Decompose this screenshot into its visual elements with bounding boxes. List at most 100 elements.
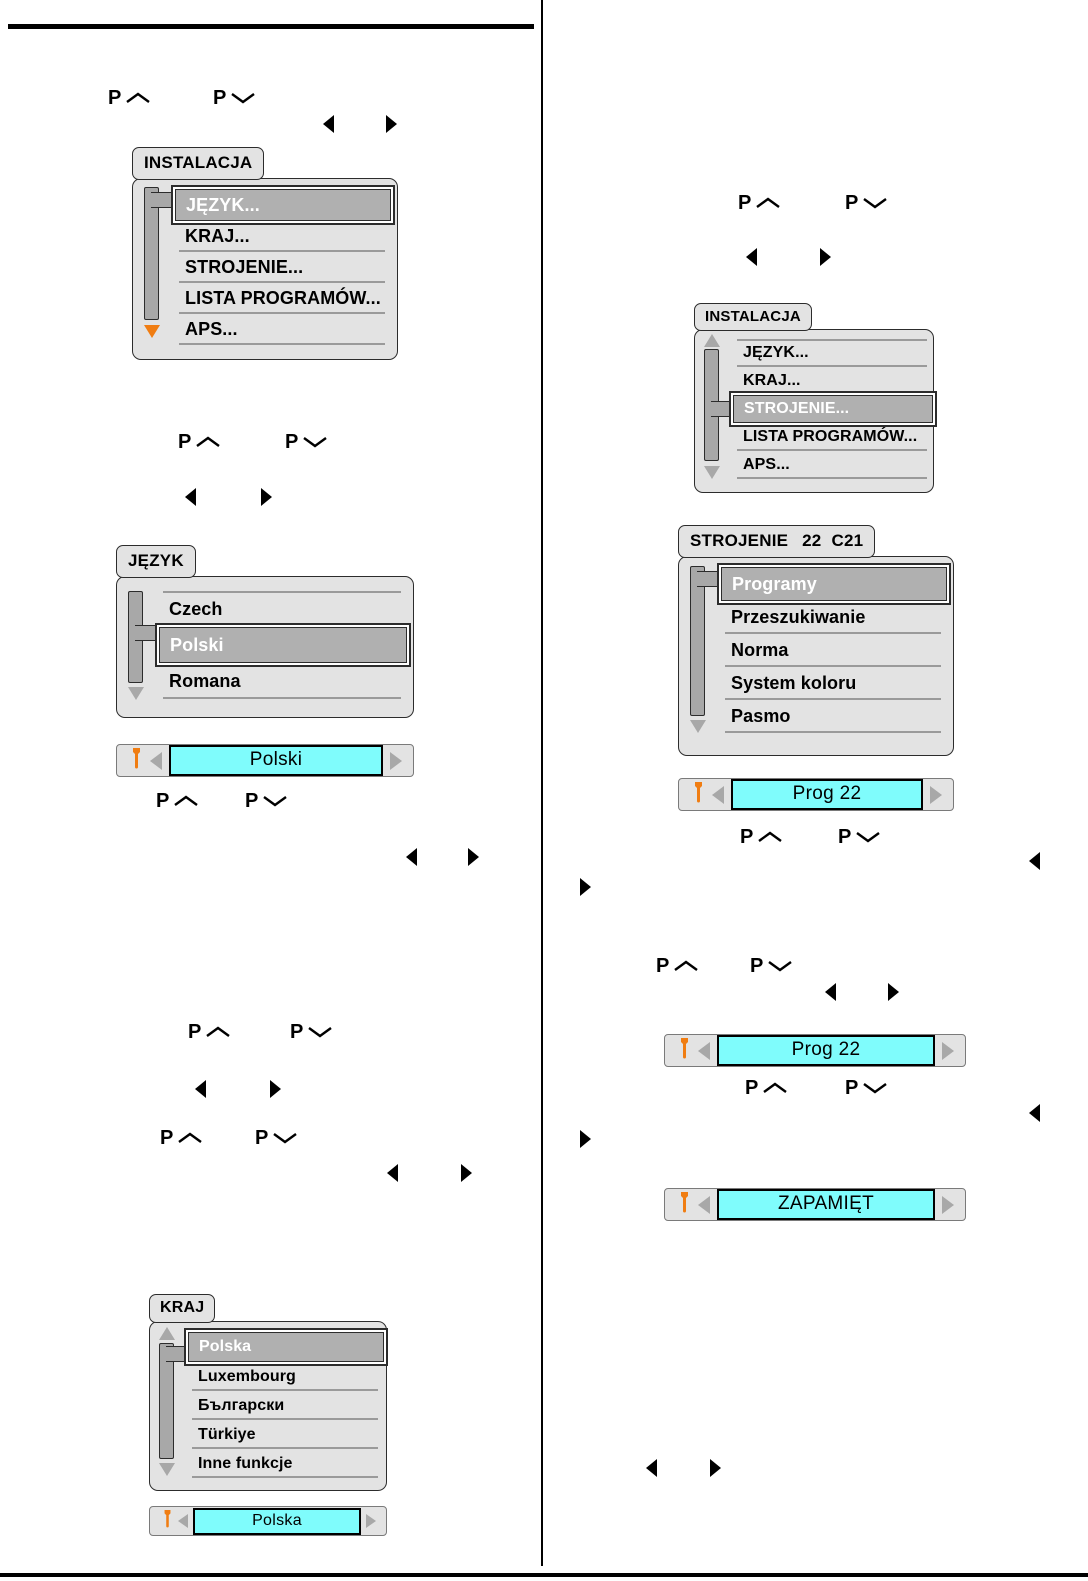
menu-item-kraj[interactable]: KRAJ... xyxy=(175,221,391,252)
key-p-down[interactable]: P xyxy=(845,193,888,213)
value-bar-polski[interactable]: Polski xyxy=(116,744,414,777)
key-p-down[interactable]: P xyxy=(750,956,793,976)
scroll-thumb[interactable] xyxy=(144,187,159,320)
value-bar-zapamiet[interactable]: ZAPAMIĘT xyxy=(664,1188,966,1221)
osd-kraj: KRAJ Polska Luxembourg Български Türkiye xyxy=(149,1294,387,1491)
menu-panel: JĘZYK... KRAJ... STROJENIE... LISTA PROG… xyxy=(694,329,935,493)
menu-scrollbar[interactable] xyxy=(117,577,163,717)
value-bar-prog-upper[interactable]: Prog 22 xyxy=(678,778,954,811)
key-left[interactable] xyxy=(745,247,759,267)
menu-item-czech[interactable]: Czech xyxy=(159,591,407,627)
key-p-up[interactable]: P xyxy=(656,956,699,976)
menu-item-polska[interactable]: Polska xyxy=(186,1330,386,1364)
value-next-icon[interactable] xyxy=(942,1195,954,1214)
menu-item-pasmo[interactable]: Pasmo xyxy=(721,700,947,733)
value-next-icon[interactable] xyxy=(390,751,402,770)
value-next-icon[interactable] xyxy=(930,785,942,804)
key-p-up[interactable]: P xyxy=(188,1022,231,1042)
menu-item-norma[interactable]: Norma xyxy=(721,634,947,667)
menu-item-inne-funkcje[interactable]: Inne funkcje xyxy=(188,1449,384,1478)
key-p-down[interactable]: P xyxy=(838,827,881,847)
menu-item-lista-programow[interactable]: LISTA PROGRAMÓW... xyxy=(175,283,391,314)
value-prev-icon[interactable] xyxy=(150,751,162,770)
key-right[interactable] xyxy=(708,1458,722,1478)
menu-item-system-koloru[interactable]: System koloru xyxy=(721,667,947,700)
scroll-thumb[interactable] xyxy=(159,1343,174,1459)
key-p-down[interactable]: P xyxy=(255,1128,298,1148)
key-right[interactable] xyxy=(384,114,398,134)
menu-item-programy[interactable]: Programy xyxy=(719,565,949,603)
value-next-icon[interactable] xyxy=(366,1514,376,1528)
wrench-icon xyxy=(158,1509,176,1533)
menu-item-strojenie[interactable]: STROJENIE... xyxy=(731,393,935,425)
value-prev-icon[interactable] xyxy=(698,1195,710,1214)
menu-item-lista-programow[interactable]: LISTA PROGRAMÓW... xyxy=(733,423,933,451)
menu-item-aps[interactable]: APS... xyxy=(733,451,933,479)
value-prev-icon[interactable] xyxy=(698,1041,710,1060)
row-divider xyxy=(737,449,927,451)
menu-scrollbar[interactable] xyxy=(679,557,725,755)
key-p-up[interactable]: P xyxy=(745,1078,788,1098)
key-right[interactable] xyxy=(578,877,592,897)
key-left[interactable] xyxy=(1028,851,1042,871)
chevron-up-icon xyxy=(196,436,220,447)
key-right[interactable] xyxy=(886,982,900,1002)
key-right[interactable] xyxy=(459,1163,473,1183)
key-p-up[interactable]: P xyxy=(108,88,151,108)
menu-scrollbar[interactable] xyxy=(133,179,179,359)
menu-item-strojenie[interactable]: STROJENIE... xyxy=(175,252,391,283)
key-left[interactable] xyxy=(824,982,838,1002)
key-p-down[interactable]: P xyxy=(213,88,256,108)
menu-item-bulgarian[interactable]: Български xyxy=(188,1391,384,1420)
scroll-down-marker-icon xyxy=(144,325,160,338)
key-left[interactable] xyxy=(184,487,198,507)
key-p-down[interactable]: P xyxy=(245,791,288,811)
key-p-up[interactable]: P xyxy=(160,1128,203,1148)
menu-item-kraj[interactable]: KRAJ... xyxy=(743,372,801,389)
key-p-up[interactable]: P xyxy=(740,827,783,847)
value-next-icon[interactable] xyxy=(942,1041,954,1060)
key-p-up[interactable]: P xyxy=(738,193,781,213)
key-p-up[interactable]: P xyxy=(156,791,199,811)
key-left[interactable] xyxy=(1028,1103,1042,1123)
key-p-down[interactable]: P xyxy=(845,1078,888,1098)
value-bar-prog-lower[interactable]: Prog 22 xyxy=(664,1034,966,1067)
menu-item-aps[interactable]: APS... xyxy=(175,314,391,345)
row-divider xyxy=(179,343,385,345)
menu-item-polski[interactable]: Polski xyxy=(157,625,409,665)
menu-scrollbar[interactable] xyxy=(150,1322,192,1490)
row-divider xyxy=(179,281,385,283)
chevron-up-icon xyxy=(178,1132,202,1143)
scroll-connector xyxy=(711,401,737,417)
key-p-down[interactable]: P xyxy=(285,432,328,452)
menu-item-turkiye[interactable]: Türkiye xyxy=(188,1420,384,1449)
key-left[interactable] xyxy=(194,1079,208,1099)
menu-item-romana[interactable]: Romana xyxy=(159,663,407,699)
key-p-up[interactable]: P xyxy=(178,432,221,452)
menu-scrollbar[interactable] xyxy=(695,330,737,492)
key-right[interactable] xyxy=(466,847,480,867)
value-prev-icon[interactable] xyxy=(178,1514,188,1528)
key-right[interactable] xyxy=(578,1129,592,1149)
chevron-up-icon xyxy=(674,960,698,971)
key-left[interactable] xyxy=(645,1458,659,1478)
key-left[interactable] xyxy=(386,1163,400,1183)
menu-item-jezyk[interactable]: JĘZYK... xyxy=(173,187,393,223)
menu-item-jezyk[interactable]: JĘZYK... xyxy=(733,339,933,367)
key-right[interactable] xyxy=(268,1079,282,1099)
chevron-up-icon xyxy=(758,831,782,842)
key-right[interactable] xyxy=(259,487,273,507)
scroll-thumb[interactable] xyxy=(690,566,705,716)
scroll-connector xyxy=(135,625,163,641)
key-p-down[interactable]: P xyxy=(290,1022,333,1042)
menu-item-przeszukiwanie[interactable]: Przeszukiwanie xyxy=(721,601,947,634)
key-left[interactable] xyxy=(405,847,419,867)
osd-instalacja-right: INSTALACJA JĘZYK... KRAJ... STROJENIE...… xyxy=(694,303,935,493)
value-prev-icon[interactable] xyxy=(712,785,724,804)
scroll-down-marker-icon xyxy=(704,466,720,479)
value-bar-polska[interactable]: Polska xyxy=(149,1506,387,1536)
menu-item-luxembourg[interactable]: Luxembourg xyxy=(188,1362,384,1391)
key-left[interactable] xyxy=(322,114,336,134)
key-right[interactable] xyxy=(818,247,832,267)
scroll-up-marker-icon xyxy=(159,1327,175,1340)
